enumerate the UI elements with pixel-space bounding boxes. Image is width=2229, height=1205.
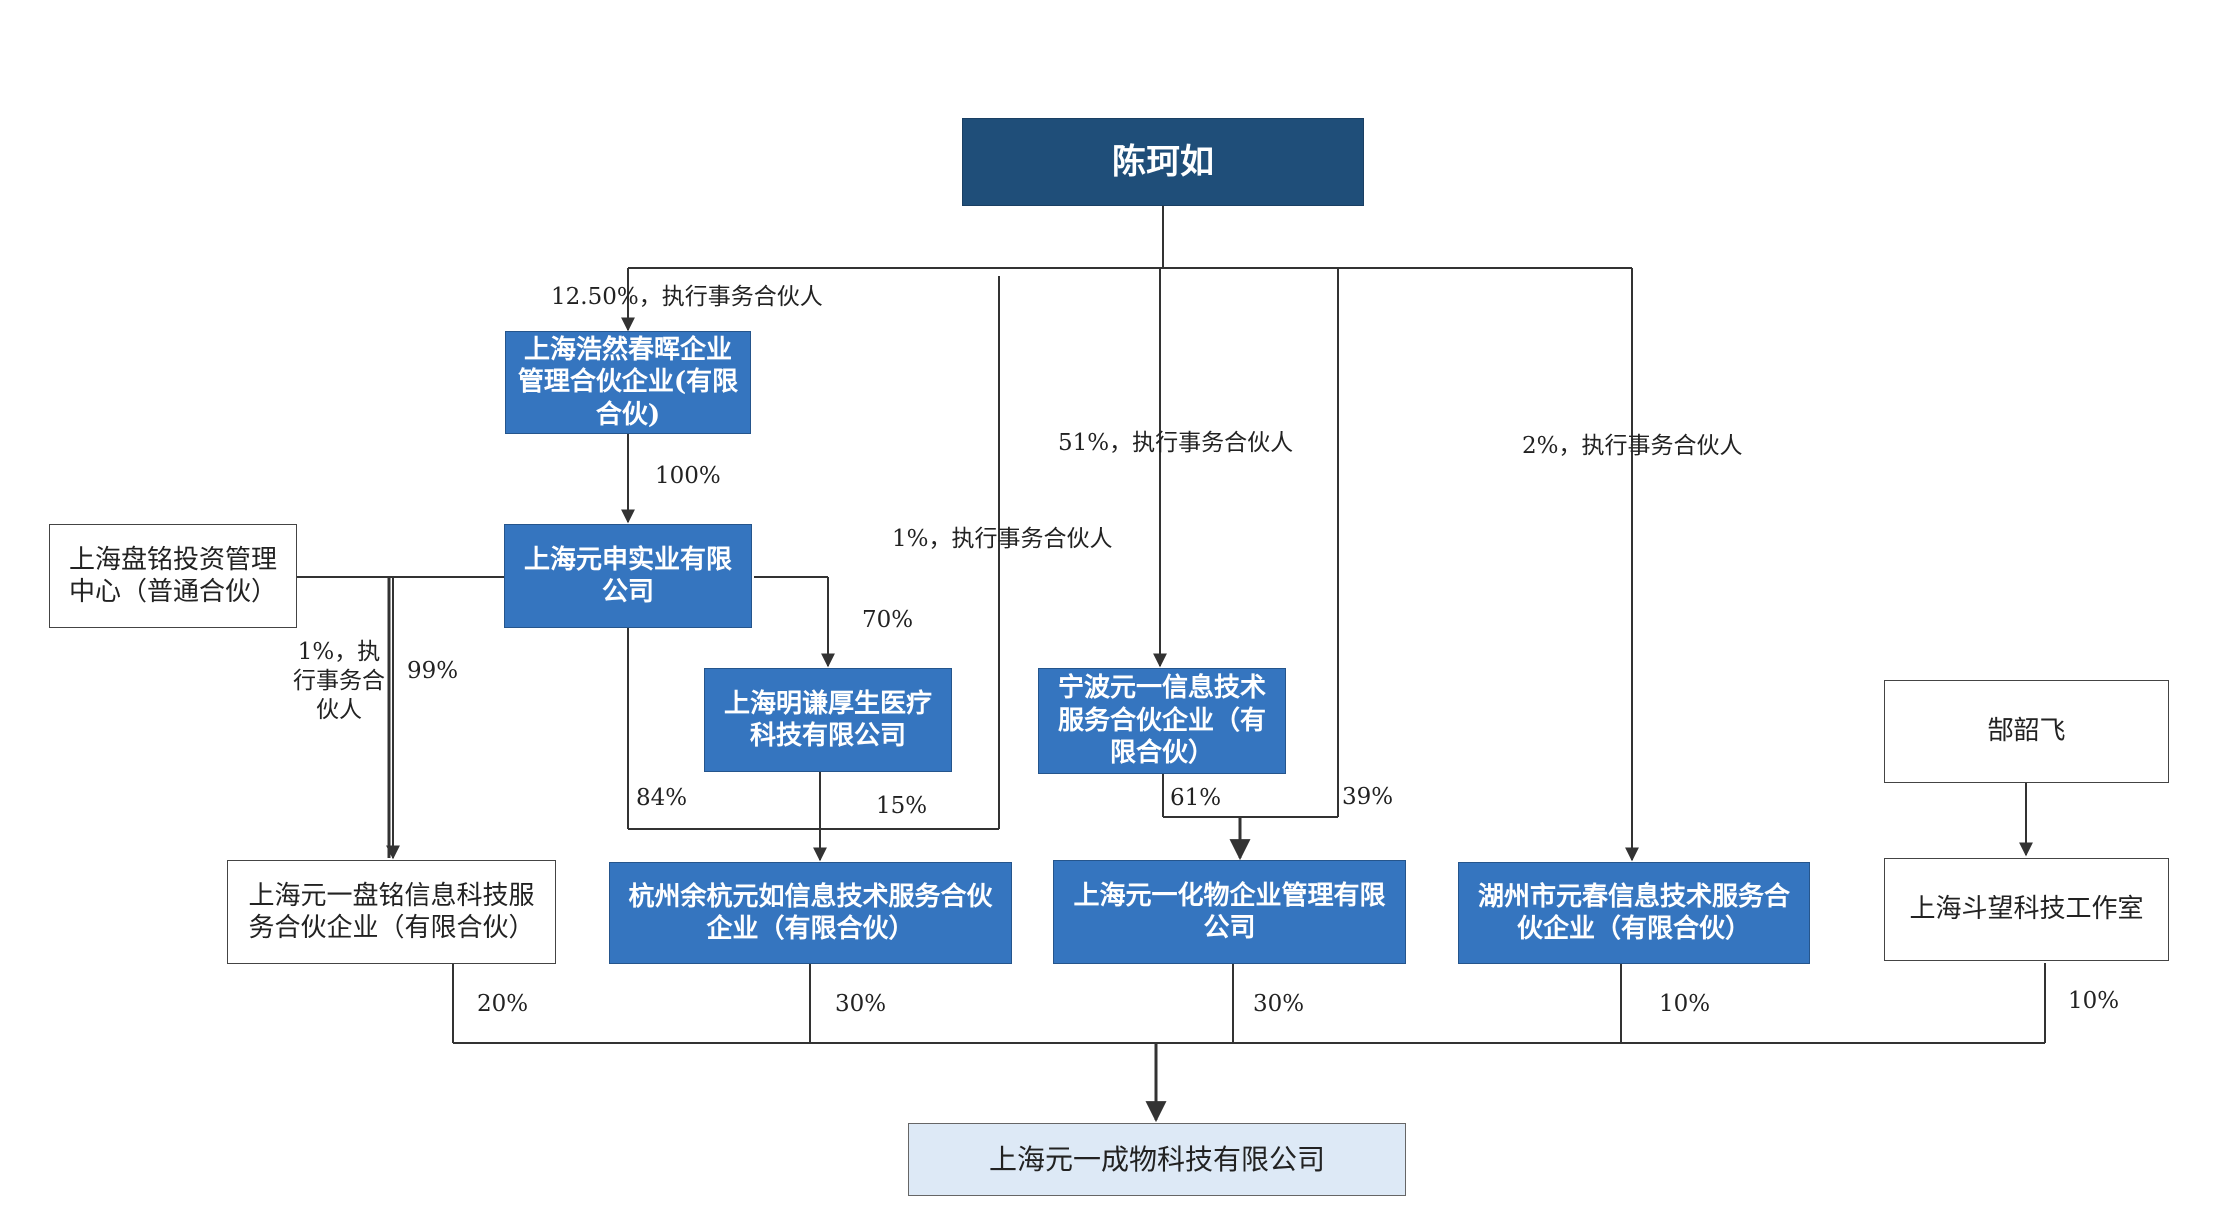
edge-label-yuanshen-mingqian: 70% [862,607,914,633]
edge-label-chen-ningbo: 51%，执行事务合伙人 [1058,430,1294,456]
edge-label-douwang-target: 10% [2068,988,2120,1014]
edge-label-ningbo-huawu: 61% [1170,785,1222,811]
edge-label-haoran-yuanshen: 100% [655,463,721,489]
edge-label-chen-huzhou: 2%，执行事务合伙人 [1522,433,1743,459]
node-ningbo: 宁波元一信息技术服务合伙企业（有限合伙） [1038,668,1286,774]
edge-label-chen-haoran: 12.50%，执行事务合伙人 [551,284,823,310]
node-hangzhou: 杭州余杭元如信息技术服务合伙企业（有限合伙） [609,862,1012,964]
node-douwang: 上海斗望科技工作室 [1884,858,2169,961]
edge-label-yuanyi-target: 20% [477,991,529,1017]
node-mingqian: 上海明谦厚生医疗科技有限公司 [704,668,952,772]
node-xie-shaofei: 郜韶飞 [1884,680,2169,783]
node-yuanshen: 上海元申实业有限公司 [504,524,752,628]
node-target: 上海元一成物科技有限公司 [908,1123,1406,1196]
edge-label-yuanshen-yuanyi: 99% [407,658,459,684]
node-huzhou: 湖州市元春信息技术服务合伙企业（有限合伙） [1458,862,1810,964]
node-chen-keru: 陈珂如 [962,118,1364,206]
node-yuanyi-panming: 上海元一盘铭信息科技服务合伙企业（有限合伙） [227,860,556,964]
node-panming-mgmt: 上海盘铭投资管理中心（普通合伙） [49,524,297,628]
edge-label-yuanshen-hangzhou: 84% [636,785,688,811]
edge-label-chen-hangzhou: 1%，执行事务合伙人 [892,526,1113,552]
edge-label-hangzhou-target: 30% [835,991,887,1017]
node-haoran: 上海浩然春晖企业管理合伙企业(有限合伙) [505,331,751,434]
edge-label-mingqian-hangzhou: 15% [876,793,928,819]
node-huawu: 上海元一化物企业管理有限公司 [1053,860,1406,964]
edge-label-huawu-target: 30% [1253,991,1305,1017]
edge-label-panming-yuanyi: 1%，执行事务合伙人 [293,639,385,723]
edge-label-chen-huawu: 39% [1342,784,1394,810]
edge-label-huzhou-target: 10% [1659,991,1711,1017]
